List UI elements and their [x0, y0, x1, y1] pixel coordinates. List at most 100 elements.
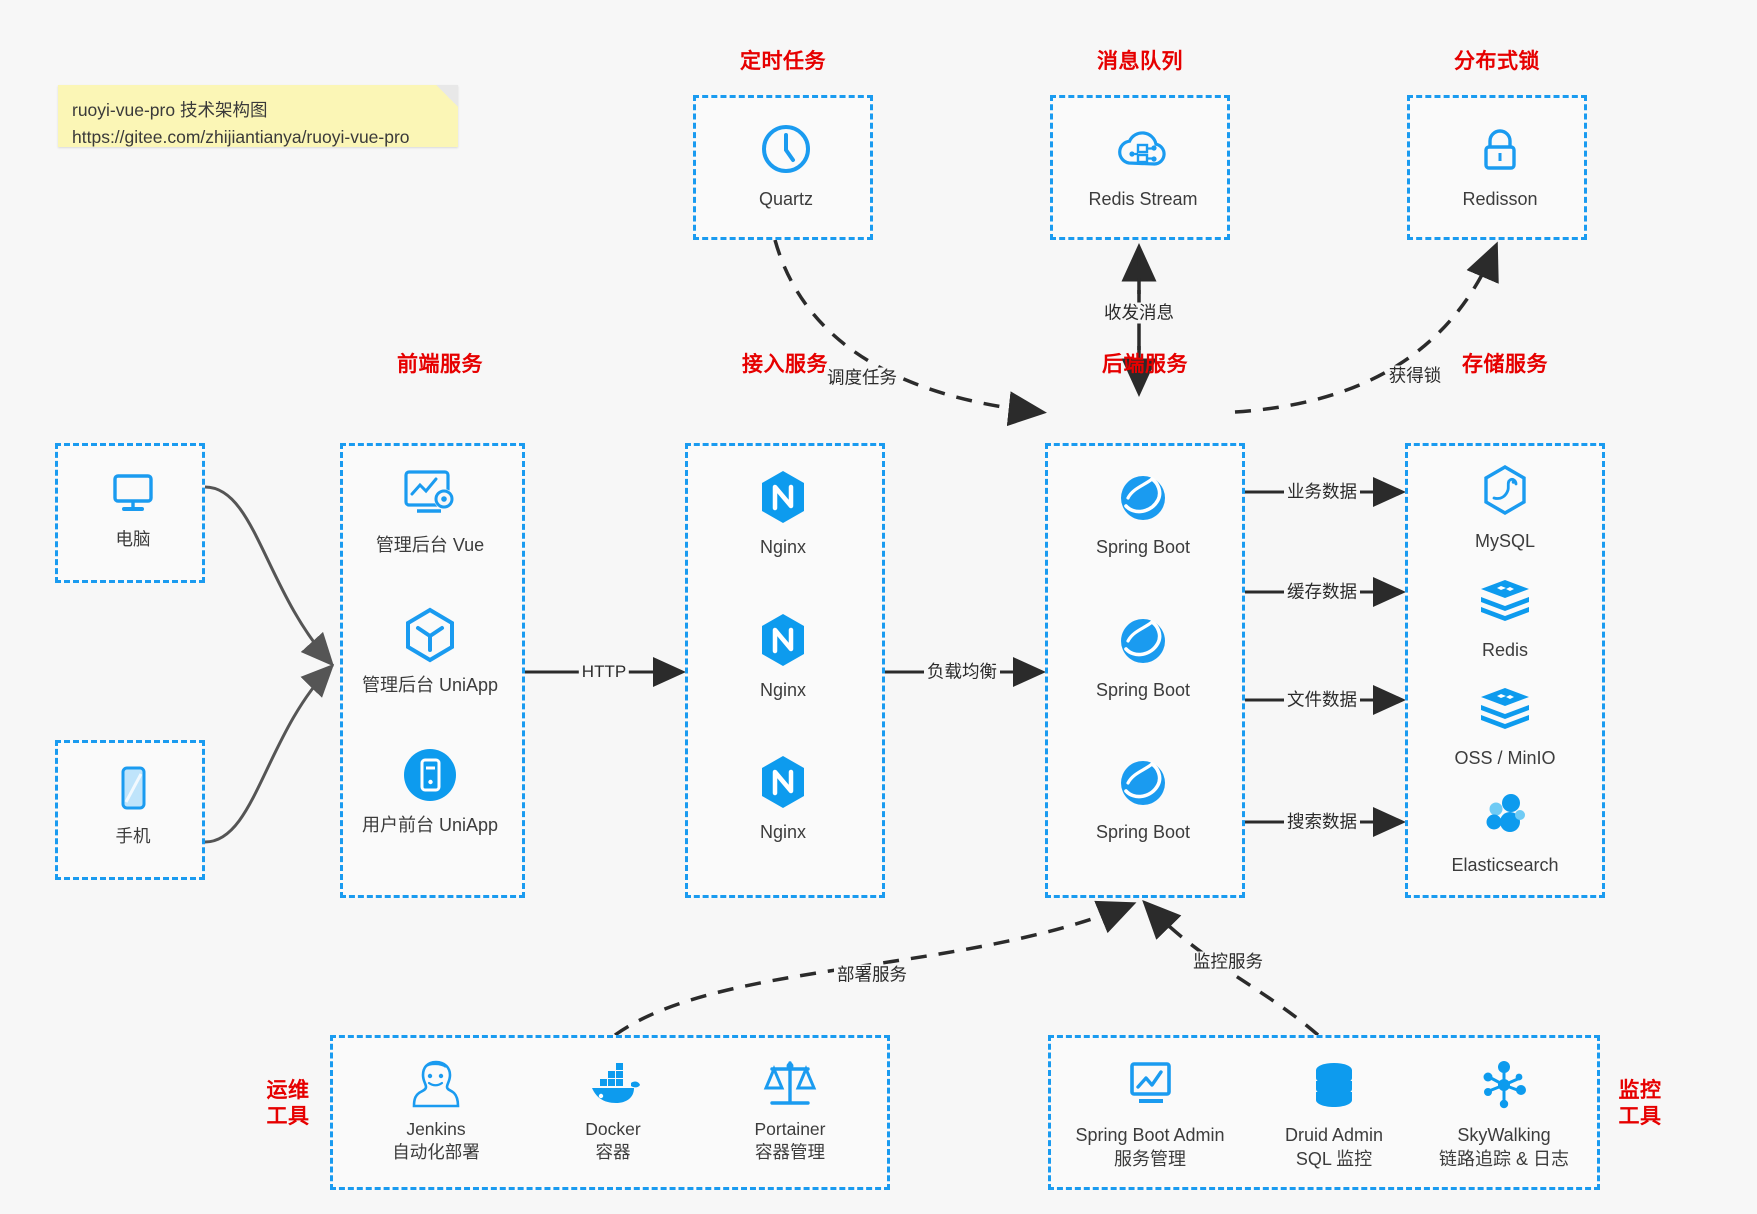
edge-label-send-receive-message: 收发消息	[1101, 302, 1177, 324]
group-storage: MySQL Redis	[1405, 443, 1605, 898]
group-title-monitoring-line1: 监控	[1618, 1079, 1662, 1102]
group-title-devops-line2: 工具	[266, 1105, 310, 1129]
node-label: OSS / MinIO	[1454, 748, 1556, 768]
node-druid-admin[interactable]: Druid Admin SQL 监控	[1249, 1056, 1419, 1172]
node-sublabel: 自动化部署	[392, 1141, 480, 1162]
group-title-distributed-lock: 分布式锁	[1454, 50, 1540, 73]
edge-label-acquire-lock: 获得锁	[1385, 365, 1445, 387]
group-scheduled-task: Quartz	[693, 95, 873, 240]
node-docker[interactable]: Docker 容器	[538, 1056, 688, 1164]
group-distributed-lock: Redisson	[1407, 95, 1587, 240]
edge-label-business-data: 业务数据	[1284, 481, 1360, 503]
node-sublabel: 服务管理	[1114, 1149, 1186, 1170]
node-mysql[interactable]: MySQL	[1420, 462, 1590, 553]
docker-icon	[584, 1056, 642, 1110]
phone-icon	[113, 763, 153, 817]
node-jenkins[interactable]: Jenkins 自动化部署	[361, 1056, 511, 1164]
node-portainer[interactable]: Portainer 容器管理	[715, 1056, 865, 1164]
node-label: Druid Admin	[1284, 1125, 1384, 1145]
note-fold-icon	[436, 85, 458, 107]
mobile-app-icon	[401, 746, 459, 804]
node-phone[interactable]: 手机	[58, 763, 208, 848]
node-label: Nginx	[759, 537, 807, 557]
node-admin-uniapp[interactable]: 管理后台 UniApp	[345, 606, 515, 697]
jenkins-icon	[409, 1056, 463, 1110]
node-admin-vue[interactable]: 管理后台 Vue	[345, 466, 515, 557]
node-nginx-1[interactable]: Nginx	[698, 468, 868, 559]
scales-icon	[762, 1056, 818, 1110]
node-nginx-2[interactable]: Nginx	[698, 611, 868, 702]
node-label: SkyWalking	[1457, 1125, 1551, 1145]
node-label: Spring Boot	[1095, 537, 1191, 557]
node-label: Portainer	[754, 1119, 826, 1139]
nginx-icon	[756, 468, 810, 526]
node-label: Nginx	[759, 822, 807, 842]
diagram-note: ruoyi-vue-pro 技术架构图 https://gitee.com/zh…	[58, 85, 458, 147]
edge-label-monitor-service: 监控服务	[1190, 951, 1266, 973]
node-redisson[interactable]: Redisson	[1415, 120, 1585, 211]
group-title-devops-line1: 运维	[266, 1079, 310, 1102]
node-sublabel: 链路追踪 & 日志	[1438, 1149, 1569, 1170]
node-label: 电脑	[115, 529, 151, 549]
group-client-pc: 电脑	[55, 443, 205, 583]
lock-icon	[1474, 120, 1526, 178]
node-label: Jenkins	[406, 1119, 466, 1139]
spring-boot-icon	[1115, 468, 1171, 526]
node-quartz[interactable]: Quartz	[701, 120, 871, 211]
node-label: 管理后台 Vue	[375, 535, 485, 555]
node-label: 手机	[115, 826, 151, 846]
group-title-gateway: 接入服务	[742, 353, 828, 376]
node-label: Spring Boot	[1095, 680, 1191, 700]
node-sublabel: SQL 监控	[1295, 1149, 1373, 1170]
edge-label-load-balance: 负载均衡	[924, 661, 1000, 683]
node-elasticsearch[interactable]: Elasticsearch	[1420, 786, 1590, 877]
node-label: Spring Boot	[1095, 822, 1191, 842]
group-title-devops: 运维 工具	[258, 1078, 318, 1131]
node-spring-boot-2[interactable]: Spring Boot	[1058, 611, 1228, 702]
node-user-uniapp[interactable]: 用户前台 UniApp	[345, 746, 515, 837]
monitor-chart-icon	[1121, 1056, 1179, 1114]
group-title-monitoring-line2: 工具	[1618, 1105, 1662, 1129]
node-label: MySQL	[1474, 531, 1535, 551]
group-client-mobile: 手机	[55, 740, 205, 880]
group-title-frontend: 前端服务	[397, 353, 483, 376]
node-redis-stream[interactable]: Redis Stream	[1058, 120, 1228, 211]
desktop-icon	[106, 466, 160, 520]
node-spring-boot-3[interactable]: Spring Boot	[1058, 753, 1228, 844]
group-title-backend: 后端服务	[1102, 353, 1188, 376]
node-sublabel: 容器管理	[755, 1141, 825, 1162]
node-label: Elasticsearch	[1451, 855, 1559, 875]
node-redis[interactable]: Redis	[1420, 571, 1590, 662]
node-nginx-3[interactable]: Nginx	[698, 753, 868, 844]
nginx-icon	[756, 611, 810, 669]
node-label: Quartz	[758, 189, 814, 209]
group-message-queue: Redis Stream	[1050, 95, 1230, 240]
edge-label-http: HTTP	[578, 661, 630, 683]
hex-cube-icon	[402, 606, 458, 664]
spring-boot-icon	[1115, 753, 1171, 811]
skywalking-icon	[1476, 1056, 1532, 1114]
group-title-storage: 存储服务	[1462, 353, 1548, 376]
redis-icon	[1477, 571, 1533, 629]
nginx-icon	[756, 753, 810, 811]
node-oss-minio[interactable]: OSS / MinIO	[1420, 679, 1590, 770]
node-desktop[interactable]: 电脑	[58, 466, 208, 551]
node-label: Spring Boot Admin	[1075, 1125, 1225, 1145]
oss-icon	[1477, 679, 1533, 737]
edge-label-deploy-service: 部署服务	[834, 964, 910, 986]
edge-label-cache-data: 缓存数据	[1284, 581, 1360, 603]
node-spring-boot-1[interactable]: Spring Boot	[1058, 468, 1228, 559]
edge-label-file-data: 文件数据	[1284, 689, 1360, 711]
group-title-scheduled-task: 定时任务	[740, 50, 826, 73]
node-spring-boot-admin[interactable]: Spring Boot Admin 服务管理	[1065, 1056, 1235, 1172]
clock-icon	[758, 120, 814, 178]
group-title-message-queue: 消息队列	[1097, 50, 1183, 73]
node-skywalking[interactable]: SkyWalking 链路追踪 & 日志	[1419, 1056, 1589, 1172]
note-url: https://gitee.com/zhijiantianya/ruoyi-vu…	[72, 127, 410, 148]
node-sublabel: 容器	[595, 1141, 631, 1162]
group-monitoring: Spring Boot Admin 服务管理 Druid Admin SQL 监…	[1048, 1035, 1600, 1190]
node-label: Redisson	[1462, 189, 1538, 209]
edge-label-schedule-task: 调度任务	[824, 367, 900, 389]
dashboard-gear-icon	[399, 466, 461, 524]
